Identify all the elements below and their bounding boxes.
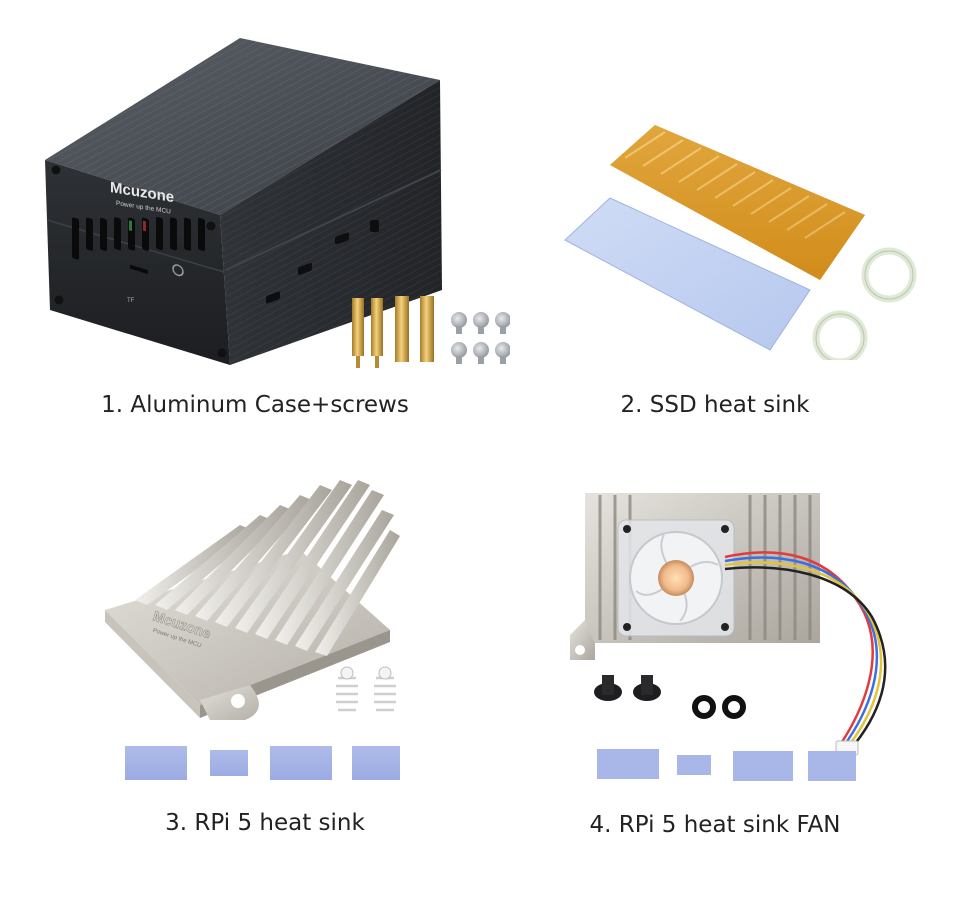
item-ssd-heat-sink [545,120,935,360]
item-rpi5-heat-sink: Mcuzone Power up the MCU [100,470,430,790]
rubber-rings [812,247,917,360]
heat-sink-fins [135,480,400,656]
rpi5-heat-sink-image: Mcuzone Power up the MCU [105,480,400,780]
case-screws [451,312,510,364]
brass-standoffs [352,296,434,368]
spring-screws [336,676,396,712]
item-aluminum-case: Mcuzone Power up the MCU TF [30,20,510,380]
rpi5-heat-sink-fan-image [570,493,887,781]
fan-screws-nuts [594,675,746,719]
tf-slot-label: TF [127,298,135,304]
caption-ssd-heat-sink: 2. SSD heat sink [620,392,810,418]
caption-rpi5-heat-sink-fan: 4. RPi 5 heat sink FAN [589,812,841,838]
caption-rpi5-heat-sink: 3. RPi 5 heat sink [165,810,365,836]
fan-wires [724,551,887,752]
fan-thermal-pads [597,749,856,781]
caption-aluminum-case: 1. Aluminum Case+screws [101,392,409,418]
thermal-pads [125,746,400,780]
ssd-heat-sink-image [564,125,917,360]
aluminum-case-image: Mcuzone Power up the MCU TF [45,38,510,368]
item-rpi5-heat-sink-fan [560,485,940,790]
